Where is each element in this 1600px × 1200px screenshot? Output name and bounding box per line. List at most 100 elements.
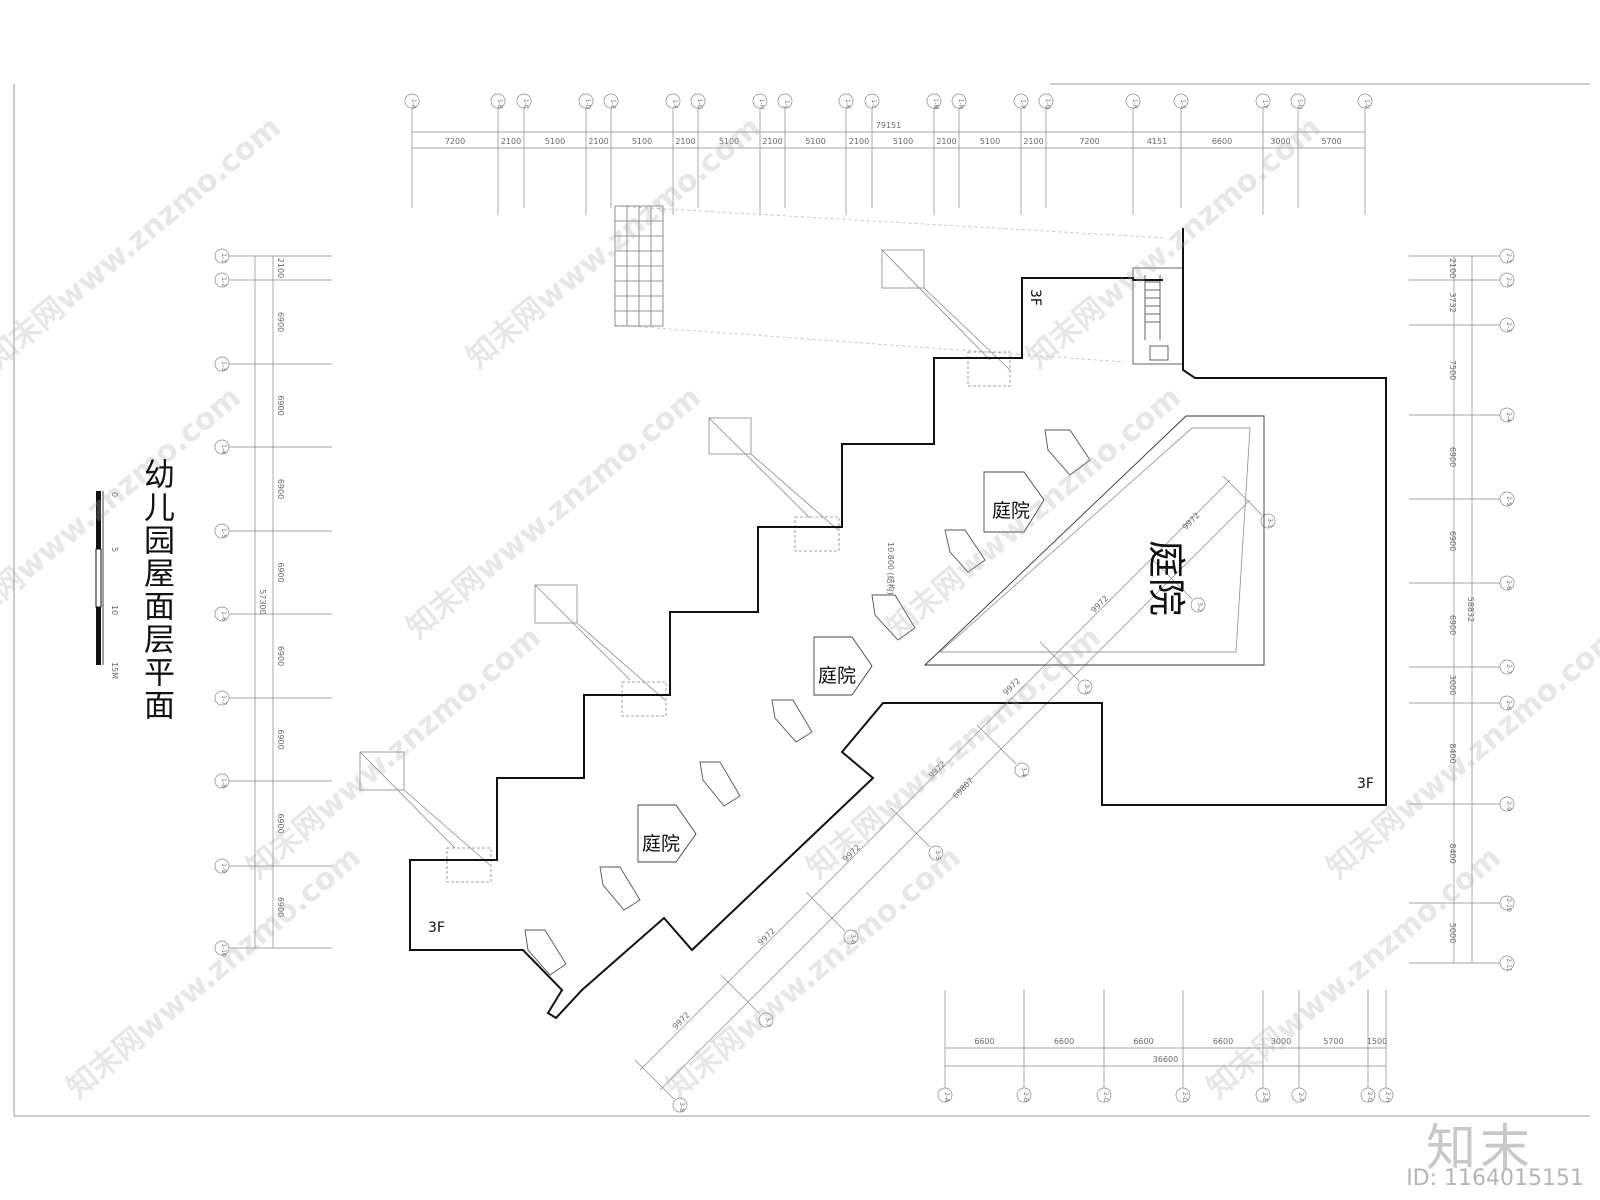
top-dim-value: 7200 [445, 137, 465, 146]
top-grid-label: 1-B [496, 99, 503, 109]
left-grid-label: 1-3 [220, 361, 227, 371]
watermark-text: 知末网www.znzmo.com [1320, 620, 1600, 886]
image-id: ID: 1164015151 [1406, 1166, 1584, 1191]
left-grid-label: 1-10 [220, 943, 227, 957]
top-grid-bubble [1038, 93, 1054, 109]
bottom-grid-bubble [1096, 1087, 1112, 1103]
right-dim-value: 3732 [1448, 292, 1457, 312]
top-grid-label: 1-H [758, 99, 765, 110]
left-dim-value: 6900 [276, 813, 285, 833]
top-grid-bubble [516, 93, 532, 109]
right-grid-label: 2-10 [1505, 898, 1512, 912]
top-grid-bubble [665, 93, 681, 109]
scale-bar: 0 5 10 15M [95, 491, 119, 679]
top-grid-label: 1-E [609, 99, 616, 109]
right-dim-value: 8400 [1448, 743, 1457, 763]
diagonal-total-value: 69807 [951, 776, 975, 800]
top-grid-label: 1-Q [1044, 99, 1051, 110]
top-dim-value: 2100 [849, 137, 869, 146]
right-dim-value: 6900 [1448, 531, 1457, 551]
top-grid-label: 1-U [1296, 99, 1303, 109]
right-grid-label: 2-6 [1505, 580, 1512, 590]
left-grid-bubble [214, 439, 230, 455]
bottom-dim-value: 6600 [1133, 1037, 1153, 1046]
diagonal-grid-bubble [928, 845, 944, 861]
top-grid-bubble [1125, 93, 1141, 109]
top-grid-bubble [752, 93, 768, 109]
right-total-value: 58832 [1466, 597, 1475, 622]
top-grid-label: 1-R [1131, 99, 1138, 109]
left-grid-bubble [214, 940, 230, 956]
top-dim-value: 6600 [1212, 137, 1232, 146]
top-dim-value: 5700 [1321, 137, 1341, 146]
bottom-grid-bubble [937, 1087, 953, 1103]
diagonal-grid-bubble [843, 929, 859, 945]
skylight-panel [614, 205, 664, 327]
left-dim-value: 6900 [276, 646, 285, 666]
left-dim-value: 6900 [276, 395, 285, 415]
watermark-text: 知末网www.znzmo.com [60, 840, 367, 1106]
diagonal-grid-line [1152, 559, 1193, 600]
top-dim-value: 4151 [1147, 137, 1167, 146]
left-dim-value: 6900 [276, 729, 285, 749]
watermark-text: 知末网www.znzmo.com [880, 380, 1187, 646]
right-grid-label: 2-5 [1505, 496, 1512, 506]
bottom-grid-label: 2-B [1022, 1092, 1029, 1102]
left-grid-label: 1-4 [220, 444, 227, 454]
left-grid-bubble [214, 523, 230, 539]
bottom-dim-value: 6600 [974, 1037, 994, 1046]
drawing-title: 幼儿园屋面层平面 [138, 458, 174, 722]
courtyard-label-small-1: 庭院 [992, 500, 1030, 522]
bottom-grid-label: 2-C [1102, 1092, 1109, 1102]
right-grid-bubble [1499, 695, 1515, 711]
top-grid-bubble [1255, 93, 1271, 109]
bottom-dim-value: 6600 [1054, 1037, 1074, 1046]
diagonal-grid-bubble [1260, 513, 1276, 529]
top-dim-value: 5100 [632, 137, 652, 146]
left-dim-value: 6900 [276, 897, 285, 917]
right-grid-bubble [1499, 895, 1515, 911]
diagonal-grid-label: 3-2 [1196, 602, 1203, 612]
diagonal-dim-value: 9972 [1089, 594, 1110, 615]
right-dim-value: 3000 [1448, 675, 1457, 695]
drawing-frame [13, 83, 1590, 1117]
bottom-grid-label: 2-E [1261, 1092, 1268, 1102]
floor-tag-right: 3F [1357, 776, 1374, 792]
bottom-dim-value: 1500 [1367, 1037, 1387, 1046]
left-grid-bubble [214, 248, 230, 264]
top-grid-bubble [1013, 93, 1029, 109]
right-dim-value: 7500 [1448, 360, 1457, 380]
bottom-grid-label: 2-D [1181, 1092, 1188, 1103]
watermark-text: 知末网www.znzmo.com [240, 620, 547, 886]
bottom-grid-bubble [1255, 1087, 1271, 1103]
plan-labels: 庭院 庭院 庭院 庭院 3F 3F 3F 10.800 (结构) [428, 289, 1374, 936]
left-grid-bubble [214, 356, 230, 372]
diagonal-grid-bubble [1014, 762, 1030, 778]
bottom-grid-bubble [1175, 1087, 1191, 1103]
scale-label-5: 5 [110, 547, 119, 552]
right-grid-axis: 2-12-22-32-42-52-62-72-82-92-102-1121003… [1409, 248, 1515, 972]
top-dim-value: 2100 [762, 137, 782, 146]
top-grid-bubble [603, 93, 619, 109]
top-grid-label: 1-P [1019, 99, 1026, 109]
right-dim-value: 2100 [1448, 258, 1457, 278]
diagonal-grid-bubble [758, 1012, 774, 1028]
left-grid-label: 1-8 [220, 778, 227, 788]
floor-tag-left: 3F [428, 920, 445, 936]
top-dim-value: 5100 [805, 137, 825, 146]
bottom-grid-bubble [1378, 1087, 1394, 1103]
central-courtyard [923, 415, 1265, 666]
bottom-grid-bubble [1016, 1087, 1032, 1103]
top-dim-value: 5100 [719, 137, 739, 146]
watermark-text: 知末网www.znzmo.com [0, 110, 288, 376]
watermark-text: 知末网www.znzmo.com [660, 840, 967, 1106]
top-grid-bubble [838, 93, 854, 109]
bottom-grid-label: 2-F [1297, 1092, 1304, 1102]
top-grid-label: 1-F [671, 99, 678, 109]
top-dim-value: 2100 [675, 137, 695, 146]
top-dim-value: 5100 [545, 137, 565, 146]
diagonal-dim-value: 9972 [1181, 511, 1202, 532]
diagonal-grid-label: 3-6 [849, 934, 856, 944]
